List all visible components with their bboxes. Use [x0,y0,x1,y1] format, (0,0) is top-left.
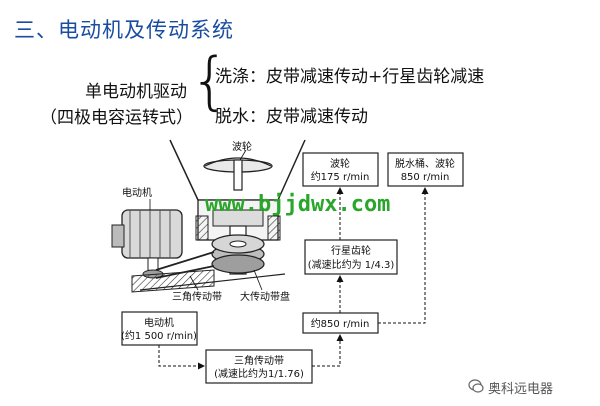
box-pulsator-line1: 波轮 [330,157,350,170]
watermark-text: www.bjjdwx.com [205,192,390,217]
box-pulsator: 波轮 约175 r/min [302,152,379,187]
flow-arrows [158,187,429,370]
box-motor-line2: (约1 500 r/min) [121,329,197,342]
arrow-belt-to-speed [312,334,344,367]
belt-label: 三角传动带 [172,291,222,303]
pulley-leader [253,269,263,291]
arrow-motor-to-belt [158,345,205,370]
big-pulley-label: 大传动带盘 [240,290,290,303]
pulsator-leader [239,149,247,161]
belt-leader [189,275,199,291]
pulsator-label: 波轮 [232,140,252,153]
spin-mode-line: 脱水：皮带减速传动 [215,107,368,127]
box-spin: 脱水桶、波轮 850 r/min [387,152,464,187]
chat-bubble-icon [468,379,484,393]
wash-mode-line: 洗涤：皮带减速传动+行星齿轮减速 [215,67,485,87]
box-spin-line2: 850 r/min [401,172,450,183]
box-speed-line1: 约850 r/min [311,317,370,330]
arrow-speed-to-spin [378,187,429,324]
box-motor: 电动机 (约1 500 r/min) [121,311,198,346]
v-belt [155,251,215,279]
box-planetary-line1: 行星齿轮 [331,244,371,257]
motor-drive-label: 单电动机驱动 [85,82,187,102]
box-planetary: 行星齿轮 (减速比约为 1/4.3) [304,239,398,275]
brace: { [190,44,230,117]
pulsator [203,157,273,191]
box-spin-line1: 脱水桶、波轮 [395,157,455,170]
box-belt-line2: (减速比约为1/1.76) [214,367,304,380]
box-belt-line1: 三角传动带 [234,355,284,367]
box-motor-line1: 电动机 [144,316,174,329]
motor-type-label: （四极电容运转式） [40,108,193,128]
section-heading: 三、电动机及传动系统 [14,18,234,42]
box-speed: 约850 r/min [302,312,379,334]
box-pulsator-line2: 约175 r/min [311,170,370,183]
box-planetary-line2: (减速比约为 1/4.3) [308,258,395,271]
brand-name: 奥科远电器 [488,382,554,397]
big-pulley [211,234,265,274]
box-belt: 三角传动带 (减速比约为1/1.76) [205,349,313,384]
motor-figure-label: 电动机 [122,186,152,199]
motor [111,209,183,279]
